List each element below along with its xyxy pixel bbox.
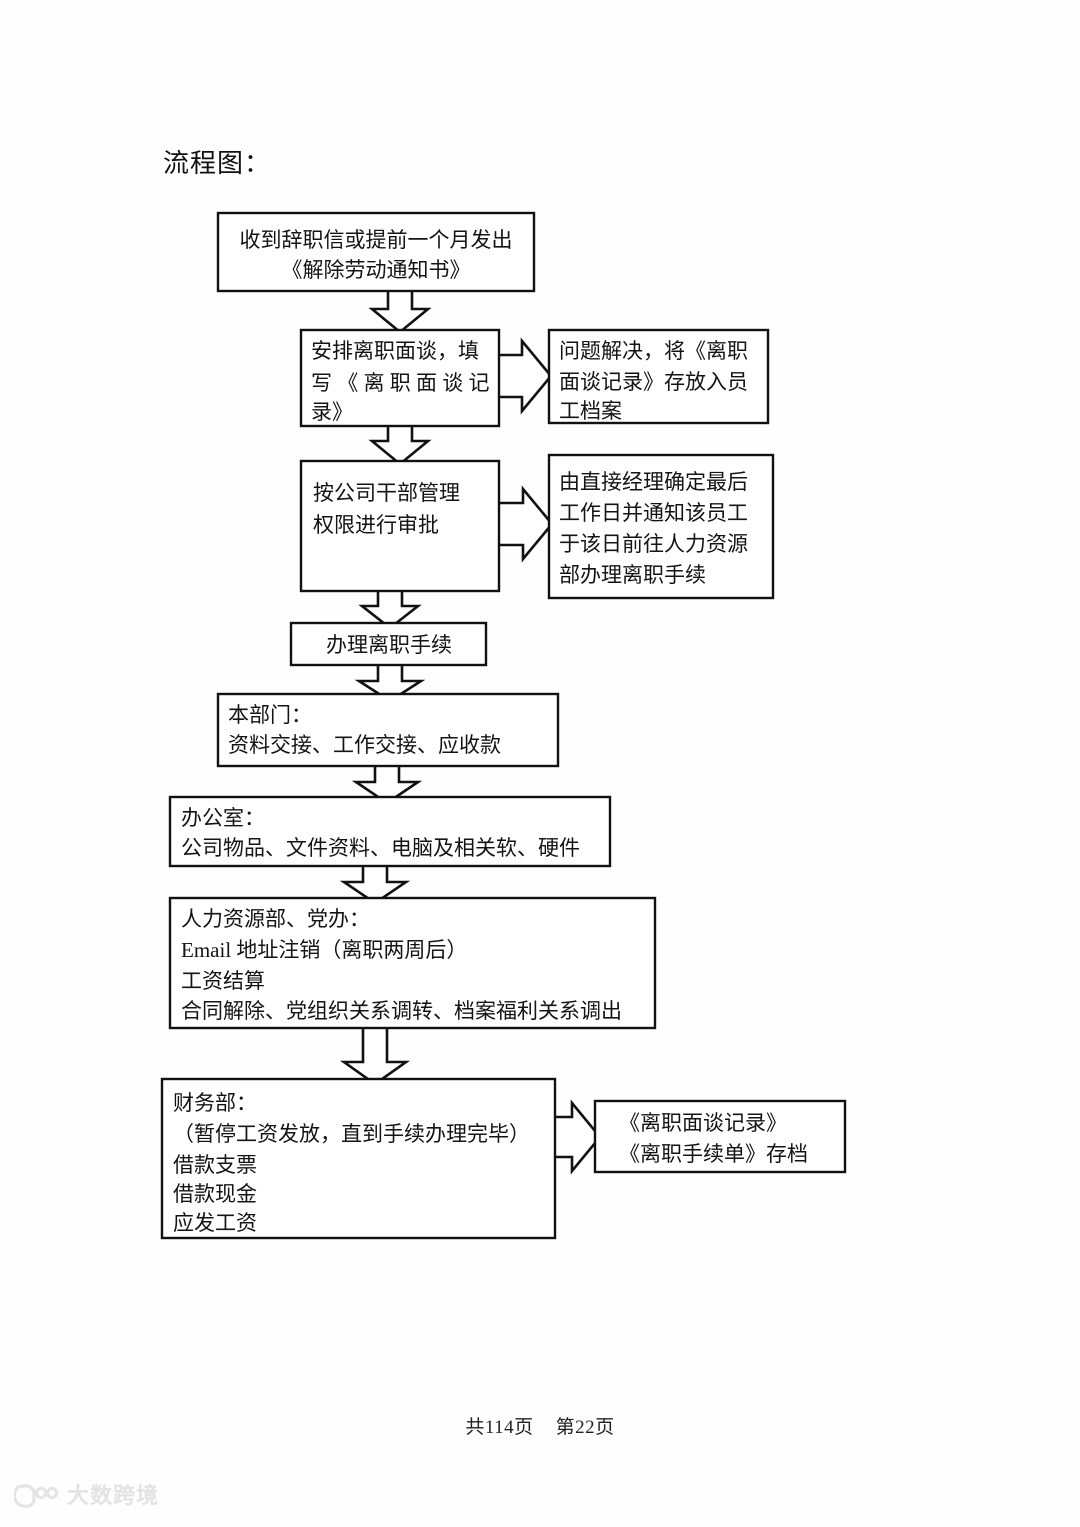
footer-current-page: 第22页 [555,1417,615,1438]
flow-node-n3: 按公司干部管理 权限进行审批 [299,459,501,593]
flow-node-n2r-line-0: 问题解决，将《离职 [559,339,748,363]
flow-node-n3r-line-1: 工作日并通知该员工 [559,501,748,525]
flow-node-n3r-line-3: 部办理离职手续 [559,563,706,587]
flow-node-n2r: 问题解决，将《离职 面谈记录》存放入员 工档案 [547,328,770,425]
flow-node-n6: 办公室： 公司物品、文件资料、电脑及相关软、硬件 [168,795,612,868]
flow-node-n2-line-2: 录》 [311,400,353,424]
flow-node-n1-line-1: 《解除劳动通知书》 [282,258,471,282]
flow-node-n3r-line-2: 于该日前往人力资源 [559,532,748,556]
arrow-n2-to-n3 [368,422,432,466]
flow-node-n5: 本部门： 资料交接、工作交接、应收款 [216,692,560,768]
flow-node-n8-line-2: 借款支票 [173,1153,257,1177]
flow-node-n8-line-0: 财务部： [173,1091,257,1115]
flow-node-n5-line-0: 本部门： [228,703,312,727]
page-title: 流程图： [163,149,272,178]
flow-node-n8r: 《离职面谈记录》 《离职手续单》存档 [593,1099,847,1174]
flow-node-n8: 财务部： （暂停工资发放，直到手续办理完毕） 借款支票 借款现金 应发工资 [160,1077,557,1240]
arrow-n8-to-n8r [551,1099,602,1175]
flow-node-n7-line-3: 合同解除、党组织关系调转、档案福利关系调出 [181,999,622,1023]
flow-node-n8r-line-1: 《离职手续单》存档 [619,1142,808,1166]
flow-node-n5-line-1: 资料交接、工作交接、应收款 [228,733,501,757]
flow-node-n7: 人力资源部、党办： Email 地址注销（离职两周后） 工资结算 合同解除、党组… [168,896,657,1030]
page-footer: 共114页第22页 [0,1412,1080,1439]
flow-node-n3r-line-0: 由直接经理确定最后 [559,470,748,494]
flow-node-n1-line-0: 收到辞职信或提前一个月发出 [240,228,513,252]
flow-node-n8-line-3: 借款现金 [173,1182,257,1206]
footer-total-pages: 共114页 [465,1417,534,1438]
arrow-n7-to-n8 [339,1024,411,1086]
flow-node-n3r: 由直接经理确定最后 工作日并通知该员工 于该日前往人力资源 部办理离职手续 [547,453,775,600]
flow-node-n2-line-1: 写 《 离 职 面 谈 记 [311,371,490,395]
arrow-n1-to-n2 [368,286,432,334]
flow-node-n2r-line-2: 工档案 [559,399,622,423]
flow-node-n3-line-0: 按公司干部管理 [313,481,460,505]
arrow-n2-to-n2r [495,337,553,415]
flow-node-n8-line-4: 应发工资 [173,1211,257,1235]
watermark: 大数跨境 [12,1483,160,1509]
watermark-text: 大数跨境 [67,1483,160,1508]
flow-node-n8r-line-0: 《离职面谈记录》 [619,1111,787,1135]
flow-node-n2: 安排离职面谈，填 写 《 离 职 面 谈 记 录》 [299,328,501,428]
flow-node-n8-line-1: （暂停工资发放，直到手续办理完毕） [173,1122,530,1146]
flow-node-n3-line-1: 权限进行审批 [313,513,439,537]
flow-node-n7-line-1: Email 地址注销（离职两周后） [181,938,467,962]
flow-node-n4-line-0: 办理离职手续 [326,633,452,657]
flow-node-n6-line-1: 公司物品、文件资料、电脑及相关软、硬件 [181,836,580,860]
arrow-n3-to-n3r [495,485,554,563]
flow-node-n2r-line-1: 面谈记录》存放入员 [559,370,748,394]
flow-node-n2-line-0: 安排离职面谈，填 [311,339,479,363]
flow-node-n7-line-2: 工资结算 [181,969,265,993]
flow-node-n4: 办理离职手续 [289,621,488,667]
flow-node-n1: 收到辞职信或提前一个月发出 《解除劳动通知书》 [216,211,536,293]
watermark-logo-icon [12,1483,60,1509]
flow-node-n7-line-0: 人力资源部、党办： [181,907,370,931]
flow-node-n6-line-0: 办公室： [181,806,265,830]
